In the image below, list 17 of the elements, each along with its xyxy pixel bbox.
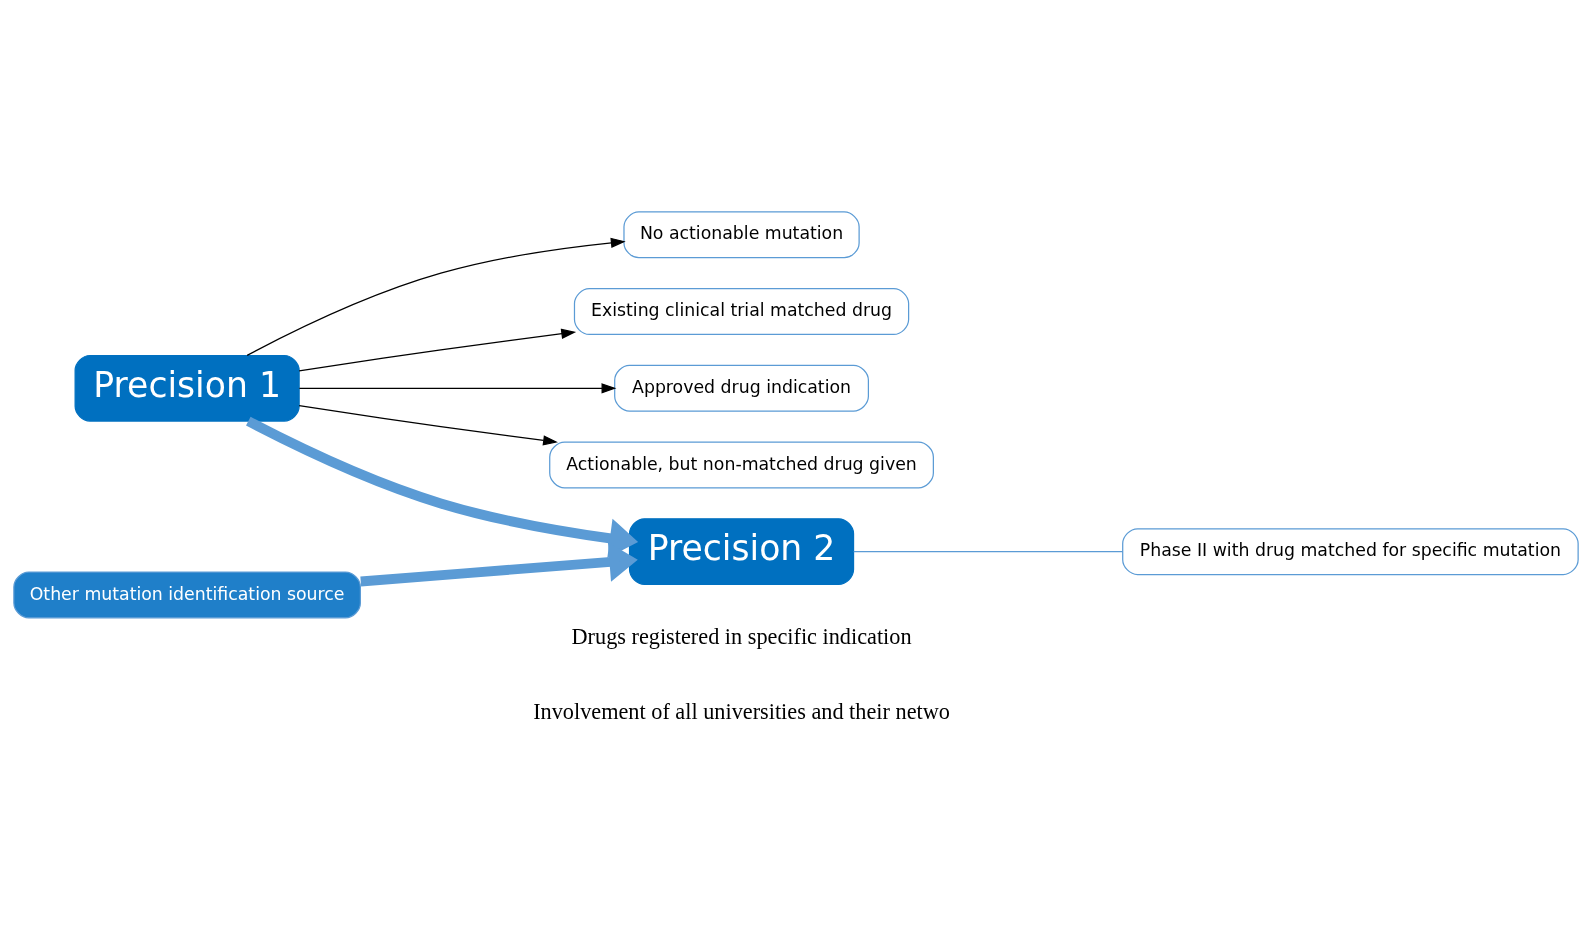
node-box: Precision 2 [628,517,855,585]
arrow [246,237,626,356]
arrow [246,416,639,558]
label: Drugs registered in specific indication [571,623,912,649]
label: Involvement of all universities and their netwo [533,698,950,724]
node-box: Other mutation identification source [13,570,361,618]
arrow [298,382,617,393]
node-box: Precision 1 [74,354,300,422]
node-box: No actionable mutation [623,210,860,258]
arrow [298,404,558,446]
node-box: Actionable, but non-matched drug given [549,441,934,489]
connector [853,550,1124,552]
arrow [360,541,638,586]
node-box: Phase II with drug matched for specific mutation [1122,527,1579,575]
arrow [298,328,577,371]
node-box: Existing clinical trial matched drug [573,287,910,335]
node-box: Approved drug indication [614,364,869,412]
